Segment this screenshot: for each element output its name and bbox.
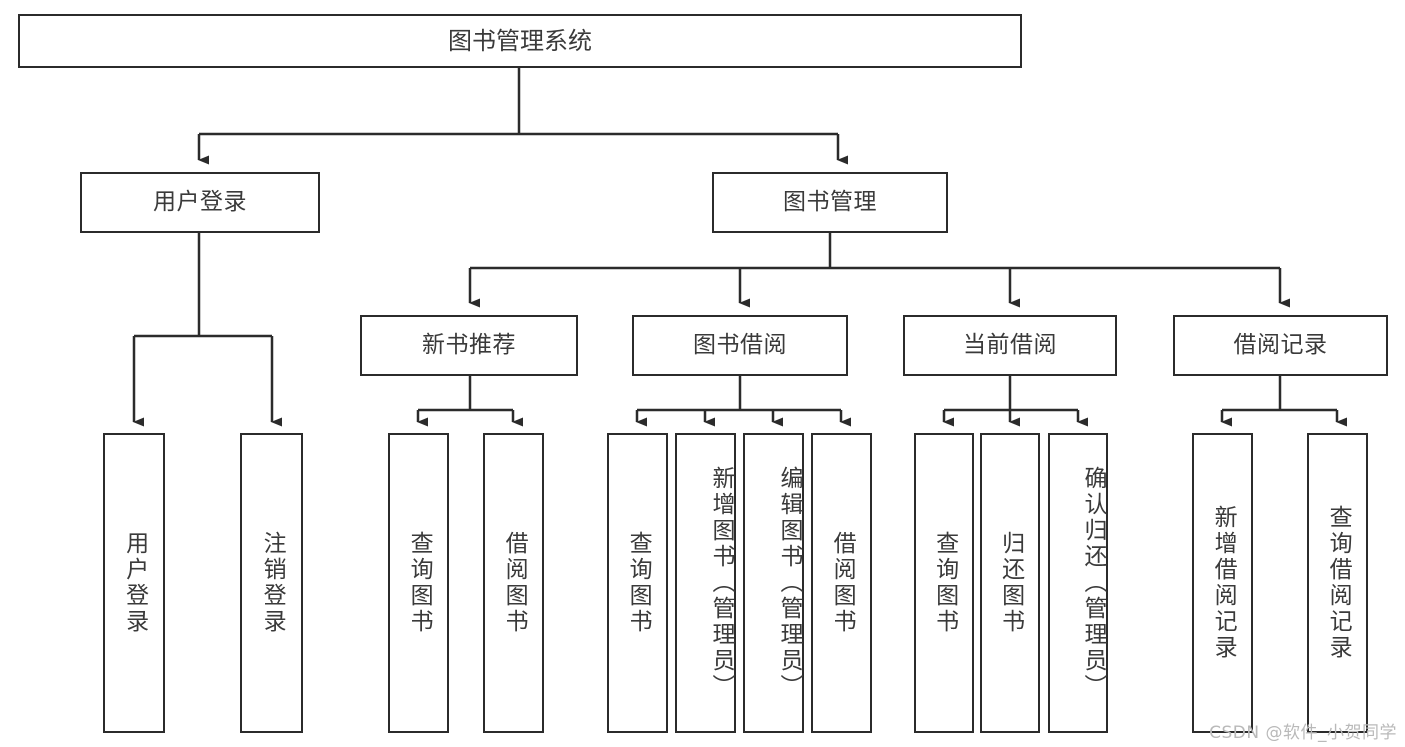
leaf-user-login-logout[interactable]: 注销登录 [240,433,303,733]
leaf-borrow-record-query-record[interactable]: 查询借阅记录 [1307,433,1368,733]
node-book-management[interactable]: 图书管理 [712,172,948,233]
node-current-borrow[interactable]: 当前借阅 [903,315,1117,376]
leaf-current-borrow-confirm-return-admin[interactable]: 确认归还（管理员） [1048,433,1108,733]
leaf-book-borrow-add-book-admin[interactable]: 新增图书（管理员） [675,433,736,733]
leaf-book-borrow-query-book[interactable]: 查询图书 [607,433,668,733]
leaf-user-login-login[interactable]: 用户登录 [103,433,165,733]
watermark-text: CSDN @软件_小贺同学 [1209,723,1397,743]
node-user-login[interactable]: 用户登录 [80,172,320,233]
leaf-book-borrow-edit-book-admin[interactable]: 编辑图书（管理员） [743,433,804,733]
leaf-new-book-query-book[interactable]: 查询图书 [388,433,449,733]
leaf-current-borrow-return-book[interactable]: 归还图书 [980,433,1040,733]
leaf-book-borrow-borrow-book[interactable]: 借阅图书 [811,433,872,733]
leaf-new-book-borrow-book[interactable]: 借阅图书 [483,433,544,733]
node-book-borrow[interactable]: 图书借阅 [632,315,848,376]
leaf-borrow-record-add-record[interactable]: 新增借阅记录 [1192,433,1253,733]
node-root-system[interactable]: 图书管理系统 [18,14,1022,68]
node-borrow-record[interactable]: 借阅记录 [1173,315,1388,376]
node-new-book-recommend[interactable]: 新书推荐 [360,315,578,376]
leaf-current-borrow-query-book[interactable]: 查询图书 [914,433,974,733]
